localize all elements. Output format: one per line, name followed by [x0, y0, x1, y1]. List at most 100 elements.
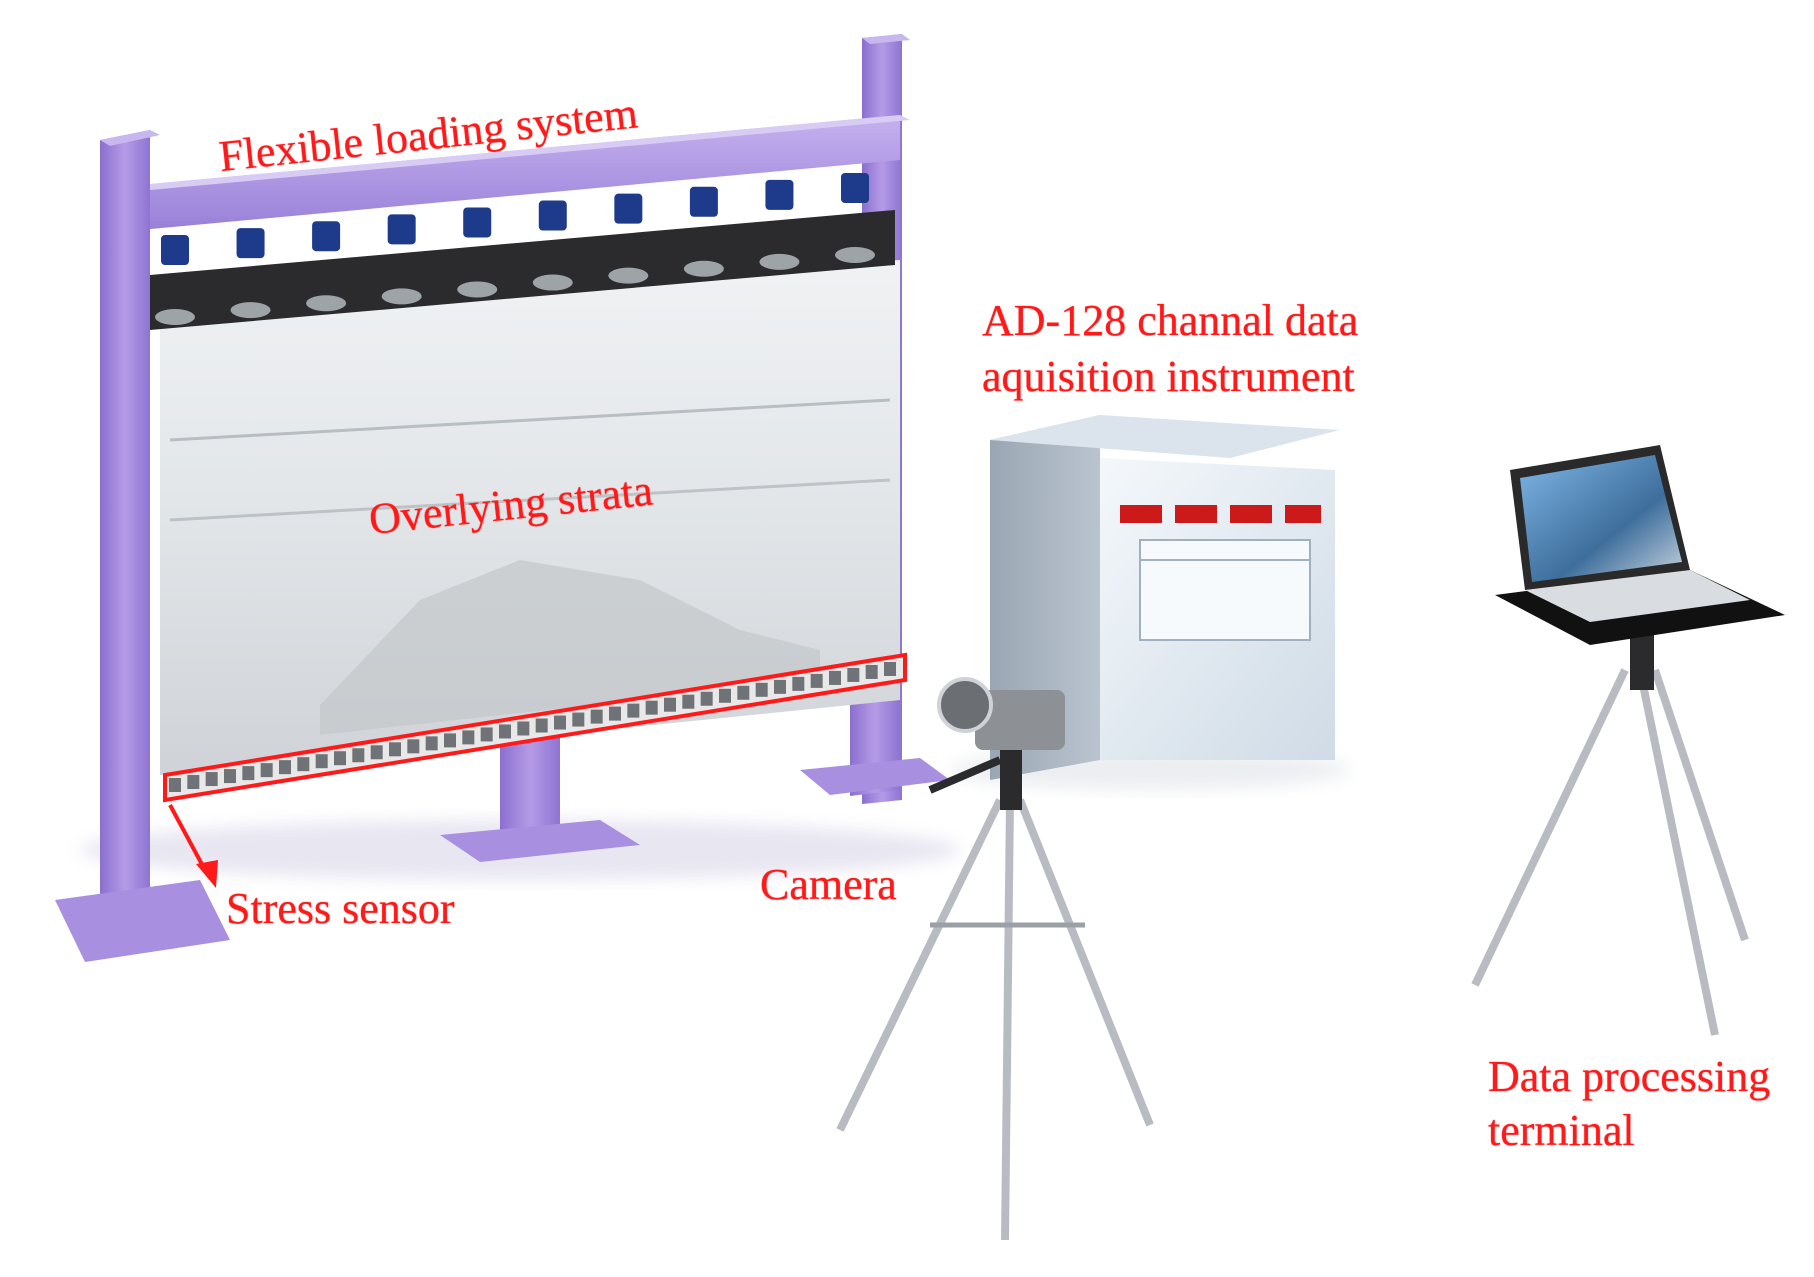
stress-sensor-cell	[517, 721, 530, 736]
loading-jack	[463, 207, 492, 238]
loading-jack	[236, 228, 265, 259]
stress-sensor-cell	[407, 739, 420, 754]
stress-sensor-cell	[462, 730, 475, 745]
stress-sensor-cell	[169, 778, 181, 792]
display-3	[1230, 505, 1272, 523]
loading-spring	[457, 281, 498, 298]
label-terminal-line1: Data processing	[1488, 1052, 1771, 1101]
stress-sensor-cell	[334, 751, 346, 766]
cabinet-side	[990, 415, 1100, 780]
right-foot	[800, 758, 950, 795]
tripod-leg-center	[1001, 799, 1014, 1241]
stress-sensor-cell	[572, 712, 585, 727]
top-beam-edge	[140, 115, 910, 190]
laptop-leg-center	[1636, 669, 1719, 1036]
loading-jack	[614, 193, 643, 224]
loading-spring	[532, 274, 573, 291]
cabinet-top	[990, 415, 1340, 458]
stress-sensor-cell	[700, 691, 713, 706]
tripod-leg-right	[1016, 798, 1154, 1127]
stress-sensor-cell	[645, 700, 658, 715]
stress-sensor-cell	[792, 676, 805, 691]
camera-tripod	[836, 677, 1154, 1241]
top-beam	[140, 115, 900, 230]
laptop-tripod	[1471, 445, 1785, 1036]
loading-spring	[608, 267, 649, 284]
stress-sensor-cell	[590, 709, 603, 724]
stress-sensor-cell	[187, 775, 200, 790]
loading-spring	[230, 302, 271, 319]
stress-sensor-cell	[884, 662, 896, 676]
test-frame	[55, 34, 960, 962]
stress-sensor-cell	[205, 772, 218, 787]
loading-spring	[835, 247, 875, 263]
display-1	[1120, 505, 1162, 523]
stress-sensor-cell	[847, 667, 860, 682]
left-foot	[55, 880, 230, 962]
stress-sensor-cell	[774, 679, 786, 694]
stress-sensor-cell	[535, 718, 548, 733]
loading-jack	[689, 186, 718, 217]
stress-sensor-cell	[737, 685, 750, 700]
laptop-leg-left	[1471, 668, 1629, 987]
label-camera: Camera	[760, 860, 897, 909]
display-2	[1175, 505, 1217, 523]
camera-lens	[937, 677, 993, 733]
stress-sensor-cell	[609, 706, 621, 721]
stress-sensor-cell	[627, 703, 640, 718]
stress-sensor-cell	[260, 763, 273, 778]
label-terminal-line2: terminal	[1488, 1106, 1635, 1155]
stress-sensors	[169, 662, 896, 792]
stress-sensor-cell	[297, 757, 310, 772]
stress-sensor-cell	[425, 736, 438, 751]
label-daq-line1: AD-128 channal data	[982, 296, 1359, 345]
label-daq-line2: aquisition instrument	[982, 352, 1355, 401]
stress-sensor-cell	[810, 673, 823, 688]
stress-sensor-arrowhead	[196, 860, 218, 888]
stress-sensor-cell	[664, 697, 676, 712]
loading-spring	[759, 253, 800, 270]
loading-jack	[312, 221, 341, 252]
label-stress-sensor: Stress sensor	[226, 884, 455, 933]
tripod-handle	[928, 756, 1002, 794]
cabinet-window	[1139, 539, 1311, 641]
stress-sensor-cell	[480, 727, 493, 742]
stress-sensor-cell	[352, 748, 365, 763]
center-leg	[500, 725, 560, 840]
right-post-top	[862, 34, 910, 44]
stress-sensor-cell	[554, 715, 566, 730]
loading-spring	[306, 295, 347, 312]
camera-body	[975, 690, 1065, 750]
strata-line-1	[169, 398, 891, 442]
strata-line-2	[169, 478, 891, 522]
stress-sensor-arrow-line	[168, 804, 207, 871]
stress-sensor-cell	[370, 745, 383, 760]
daq-cabinet	[950, 415, 1350, 790]
stress-sensor-cell	[279, 760, 291, 775]
laptop-screen	[1520, 455, 1682, 582]
tripod-leg-left	[836, 798, 1004, 1132]
loading-jack	[387, 214, 416, 245]
stress-sensor-cell	[499, 724, 511, 739]
stress-sensor-cell	[444, 733, 456, 748]
left-post-top	[100, 130, 160, 146]
sensor-highlight-box	[163, 652, 907, 803]
loading-spring	[683, 260, 724, 277]
center-foot	[440, 820, 640, 862]
laptop-leg-right	[1651, 668, 1749, 942]
loading-spring	[155, 309, 195, 325]
stress-sensor-cell	[242, 766, 255, 781]
stress-sensor-cell	[389, 742, 401, 757]
loading-spring	[381, 288, 422, 305]
display-4	[1285, 505, 1321, 523]
stress-sensor-cell	[755, 682, 768, 697]
laptop-base	[1525, 570, 1750, 622]
stress-sensor-cell	[865, 664, 878, 679]
loading-jacks	[150, 173, 895, 330]
tripod-head	[1000, 740, 1022, 810]
stress-sensor-cell	[829, 670, 841, 685]
stress-sensor-cell	[719, 688, 731, 703]
loading-jack	[765, 179, 794, 210]
